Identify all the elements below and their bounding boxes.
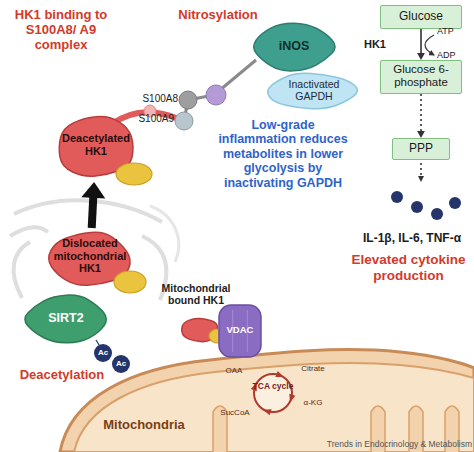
protein-name: S100A9 bbox=[122, 113, 174, 125]
acetyl-group bbox=[94, 344, 112, 362]
summary-note: Low-grade inflammation reduces metabolit… bbox=[216, 118, 350, 190]
metabolite-box: Glucose bbox=[380, 5, 462, 29]
source-credit: Trends in Endocrinology & Metabolism bbox=[296, 440, 472, 450]
cytokine-dot bbox=[449, 197, 461, 209]
metabolite-box: Glucose 6-phosphate bbox=[380, 60, 462, 94]
metabolite-name: OAA bbox=[220, 366, 248, 375]
relocation-arrow bbox=[81, 182, 105, 228]
callout-heading: Nitrosylation bbox=[168, 8, 268, 23]
arrowhead bbox=[81, 182, 105, 199]
protein-shape: Deacetylated HK1 bbox=[52, 112, 140, 182]
node-text: SIRT2 bbox=[20, 311, 112, 325]
cytokine-list: IL-1β, IL-6, TNF-α bbox=[350, 232, 474, 246]
channel-shape: VDAC bbox=[218, 304, 262, 358]
cofactor-arrow bbox=[425, 35, 434, 55]
cofactor-name: ATP bbox=[437, 26, 471, 36]
cycle-arrowhead bbox=[263, 409, 272, 415]
arrowhead bbox=[417, 131, 425, 138]
node-text: Dislocated mitochondrial HK1 bbox=[48, 237, 132, 275]
cycle-ring bbox=[254, 374, 292, 412]
protein-name: S100A8 bbox=[126, 93, 178, 105]
protein-shape: Inactivated GAPDH bbox=[262, 70, 362, 112]
protein-shape: Dislocated mitochondrial HK1 bbox=[44, 228, 136, 290]
er-membrane bbox=[10, 227, 48, 236]
protein-domain bbox=[114, 271, 146, 293]
complex-bead bbox=[206, 85, 226, 105]
cycle-arrowhead bbox=[275, 371, 284, 377]
acetyl-mark: Ac bbox=[111, 359, 131, 368]
node-text: VDAC bbox=[218, 325, 262, 336]
edge-label: HK1 bbox=[360, 38, 390, 51]
er-membrane bbox=[150, 206, 179, 262]
cytokine-dot bbox=[391, 191, 403, 203]
node-text: Glucose bbox=[381, 10, 461, 24]
cycle-circle: TCA cycle bbox=[250, 370, 296, 416]
protein-body bbox=[268, 73, 358, 109]
metabolite-name: α-KG bbox=[297, 398, 329, 407]
node-text: Inactivated GAPDH bbox=[272, 78, 356, 102]
node-text: Mitochondria bbox=[82, 418, 206, 433]
connector-line bbox=[92, 195, 94, 228]
protein-linker bbox=[112, 112, 176, 124]
s100a9-bead bbox=[175, 112, 193, 130]
arrowhead bbox=[417, 53, 425, 60]
connector-line bbox=[420, 94, 422, 132]
cofactor-name: ADP bbox=[437, 50, 471, 60]
connector-line bbox=[420, 29, 422, 54]
reaction-arrow bbox=[417, 29, 425, 60]
callout-heading: Elevated cytokine production bbox=[343, 252, 474, 283]
outer-membrane bbox=[60, 350, 474, 452]
channel-body bbox=[219, 305, 261, 357]
node-text: Deacetylated HK1 bbox=[56, 132, 136, 157]
pathway-box: PPP bbox=[392, 138, 450, 160]
protein-domain bbox=[116, 163, 152, 185]
node-outline bbox=[250, 370, 296, 416]
node-text: Glucose 6-phosphate bbox=[381, 63, 461, 89]
metabolite-name: Citrate bbox=[294, 364, 332, 373]
acetyl-group bbox=[112, 355, 130, 373]
node-text: TCA cycle bbox=[250, 382, 296, 392]
cytokine-dot bbox=[411, 201, 423, 213]
metabolite-name: SucCoA bbox=[216, 408, 254, 417]
er-membrane bbox=[14, 242, 30, 298]
cytokine-dot bbox=[431, 208, 443, 220]
cycle-arrowhead bbox=[289, 394, 295, 403]
er-membrane bbox=[14, 200, 162, 222]
s100a8-bead bbox=[179, 91, 197, 109]
callout-heading: HK1 binding to S100A8/ A9 complex bbox=[2, 8, 120, 53]
node-text: iNOS bbox=[248, 39, 340, 53]
reaction-arrow bbox=[417, 94, 425, 138]
enzyme-shape: iNOS bbox=[248, 20, 340, 74]
callout-heading: Deacetylation bbox=[6, 368, 118, 383]
flow-arrow bbox=[420, 163, 422, 181]
node-text: Mitochondrial bound HK1 bbox=[156, 282, 236, 306]
inner-membrane bbox=[74, 363, 474, 452]
acetyl-mark: Ac bbox=[93, 348, 113, 357]
enzyme-shape: SIRT2 bbox=[20, 292, 112, 346]
node-text: PPP bbox=[393, 142, 449, 156]
organelle-shape: Mitochondria TCA cycle bbox=[60, 338, 474, 452]
